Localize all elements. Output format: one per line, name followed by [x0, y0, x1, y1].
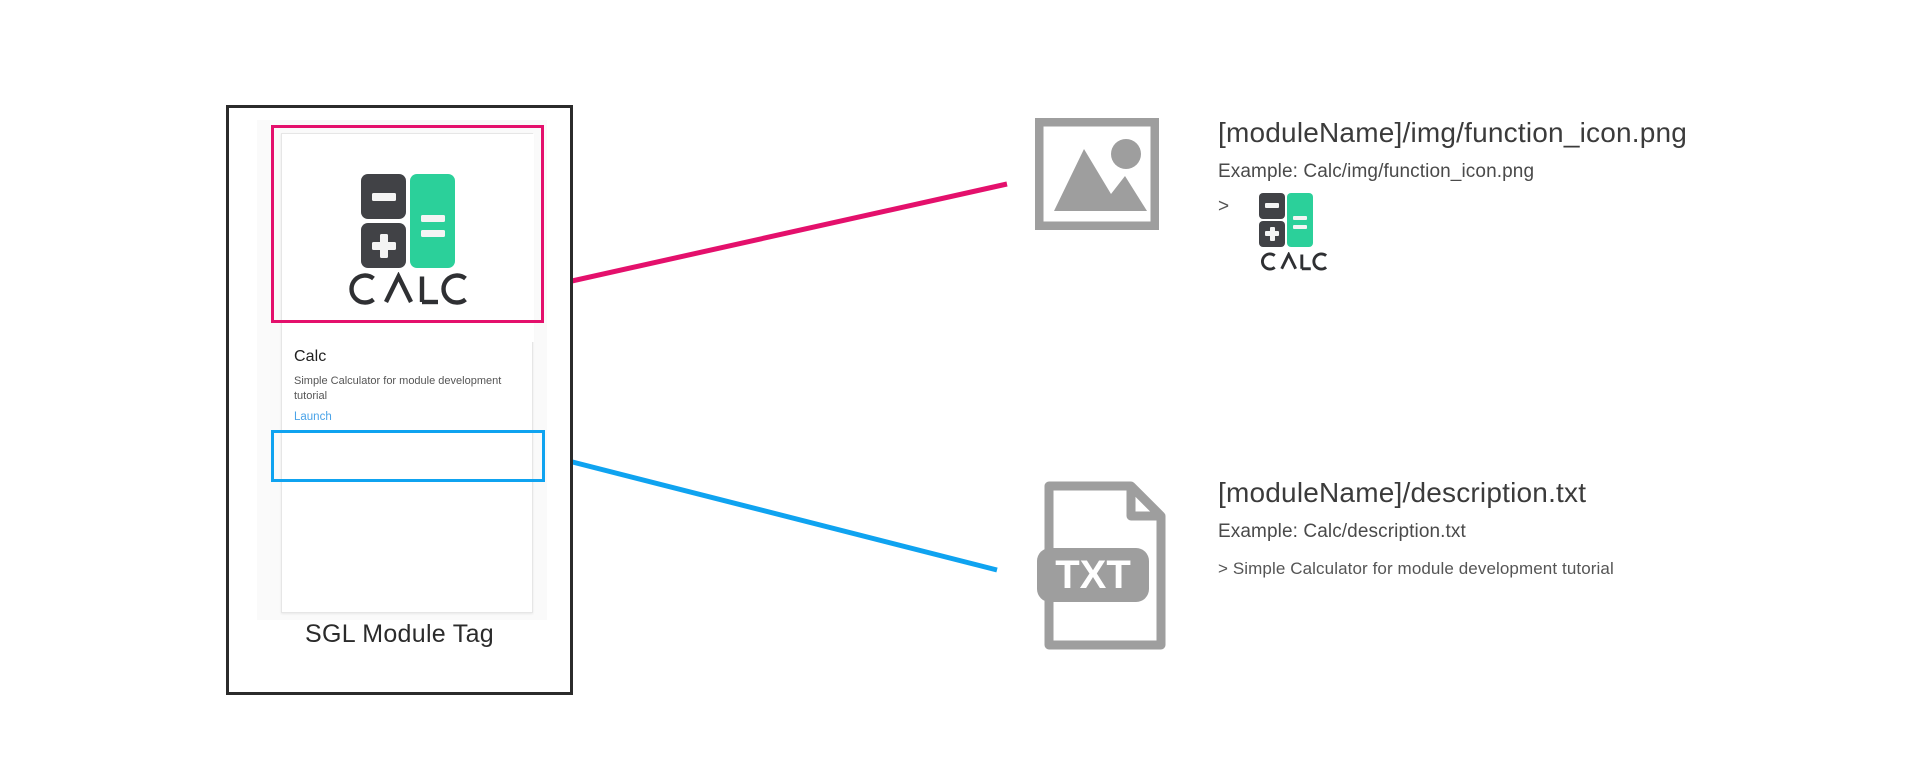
connector-line-pink [544, 181, 1008, 290]
plus-key-icon [361, 223, 406, 268]
txt-file-label: TXT [1055, 553, 1131, 597]
callout-output-txt: > Simple Calculator for module developme… [1218, 558, 1614, 578]
image-placeholder-icon [1035, 118, 1159, 230]
callout-example-png: Example: Calc/img/function_icon.png [1218, 160, 1535, 182]
minus-key-icon-small [1259, 192, 1286, 219]
calc-logo-icon [346, 174, 470, 306]
module-tag-frame: Calc Simple Calculator for module develo… [226, 105, 573, 695]
module-card-description: Simple Calculator for module development… [294, 375, 502, 402]
launch-link[interactable]: Launch [294, 411, 332, 423]
callout-function-icon: [moduleName]/img/function_icon.png Examp… [1035, 117, 1688, 271]
module-card-thumbnail [282, 134, 534, 342]
plus-key-icon-small [1259, 220, 1286, 247]
minus-key-icon [361, 174, 406, 219]
output-chevron: > [1218, 195, 1230, 217]
module-card-title: Calc [294, 348, 327, 365]
callout-example-txt: Example: Calc/description.txt [1218, 520, 1466, 542]
calc-logo-icon-small [1259, 192, 1329, 271]
module-tag-panel: Calc Simple Calculator for module develo… [257, 120, 547, 620]
txt-file-icon: TXT [1037, 481, 1166, 650]
equals-key-icon [410, 174, 455, 268]
callout-description-txt: TXT [moduleName]/description.txt Example… [1035, 477, 1614, 653]
callout-title-png: [moduleName]/img/function_icon.png [1218, 117, 1688, 148]
calc-wordmark-small [1259, 251, 1329, 271]
connector-line-blue [544, 452, 998, 573]
module-tag-caption: SGL Module Tag [304, 620, 495, 648]
equals-key-icon-small [1287, 192, 1314, 247]
callout-preview-png: > [1218, 192, 1687, 271]
callout-title-txt: [moduleName]/description.txt [1218, 477, 1587, 508]
calc-wordmark [346, 272, 470, 306]
module-card[interactable]: Calc Simple Calculator for module develo… [281, 133, 534, 613]
